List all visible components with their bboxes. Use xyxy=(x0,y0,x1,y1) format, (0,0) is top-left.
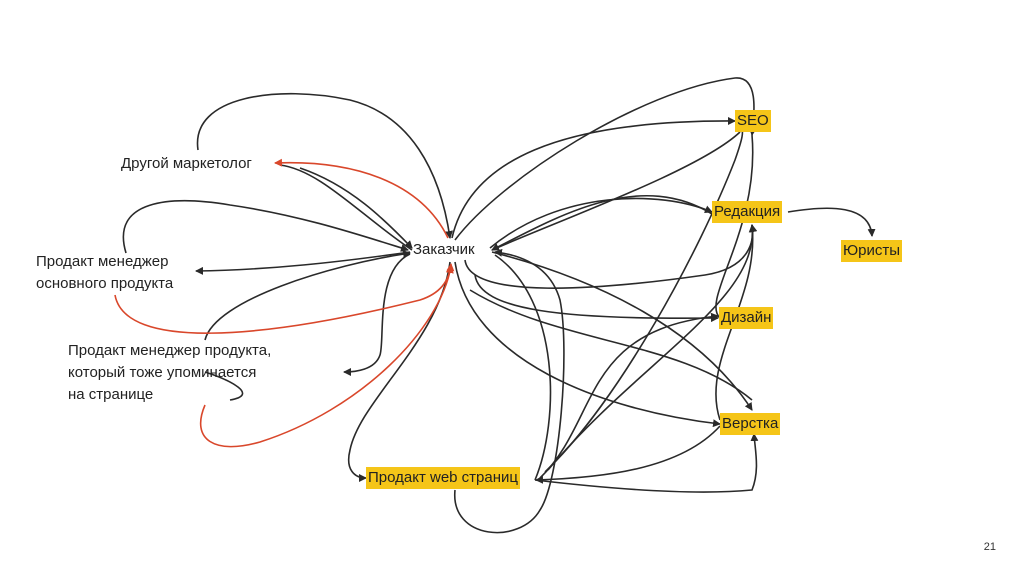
edge-product-design xyxy=(539,312,719,479)
edge-red-pm-customer xyxy=(114,263,455,334)
node-pm-main: Продакт менеджер основного продукта xyxy=(36,251,173,295)
edge-customer-seo-2 xyxy=(454,77,757,241)
edge-seo-customer xyxy=(491,131,741,251)
node-lawyers: Юристы xyxy=(841,240,903,262)
edge-marketer-loop xyxy=(196,92,453,239)
node-pm-other-line-1: Продакт менеджер продукта, xyxy=(68,342,272,359)
edge-customer-design xyxy=(474,274,719,323)
edge-marketer-customer xyxy=(299,167,413,249)
edge-customer-marketer-2 xyxy=(279,164,413,251)
edge-product-editorial xyxy=(547,224,757,471)
node-editorial: Редакция xyxy=(712,201,783,223)
node-pm-main-line-2: основного продукта xyxy=(36,275,174,292)
edge-product-customer xyxy=(494,254,552,481)
edge-red-customer-marketer xyxy=(274,158,449,239)
edge-pmother-customer xyxy=(204,250,411,341)
edge-design-loop xyxy=(464,224,758,289)
edge-pm-loop xyxy=(122,200,409,254)
edge-customer-layout xyxy=(454,261,721,428)
edge-product-seo xyxy=(544,124,744,473)
node-layout: Верстка xyxy=(720,413,781,435)
page-number: 21 xyxy=(983,541,996,553)
edge-customer-layout-2 xyxy=(491,251,753,411)
edge-red-pmother-customer xyxy=(199,265,454,448)
edge-customer-layout-3 xyxy=(469,289,753,401)
node-pm-other-line-3: на странице xyxy=(68,386,154,403)
node-pm-main-line-1: Продакт менеджер xyxy=(36,253,169,270)
edge-customer-out xyxy=(343,253,411,376)
edge-customer-seo xyxy=(451,116,736,239)
node-other-marketer: Другой маркетолог xyxy=(121,155,252,172)
edge-product-loop xyxy=(454,248,565,534)
node-design: Дизайн xyxy=(719,307,774,329)
node-customer: Заказчик xyxy=(413,241,475,258)
edge-customer-pm xyxy=(195,251,411,275)
edge-editorial-customer xyxy=(491,195,713,251)
edge-pmother-loop xyxy=(204,371,244,401)
edge-customer-product xyxy=(348,261,451,482)
node-seo: SEO xyxy=(735,110,771,132)
node-pm-other: Продакт менеджер продукта, который тоже … xyxy=(68,340,271,406)
node-product-web: Продакт web страниц xyxy=(366,467,520,489)
edge-layout-product xyxy=(535,425,721,484)
edge-product-layout xyxy=(534,433,759,493)
edge-editorial-lawyers xyxy=(787,207,876,237)
edge-customer-editorial xyxy=(489,197,713,249)
edge-seo-design xyxy=(715,134,754,319)
node-pm-other-line-2: который тоже упоминается xyxy=(68,364,257,381)
